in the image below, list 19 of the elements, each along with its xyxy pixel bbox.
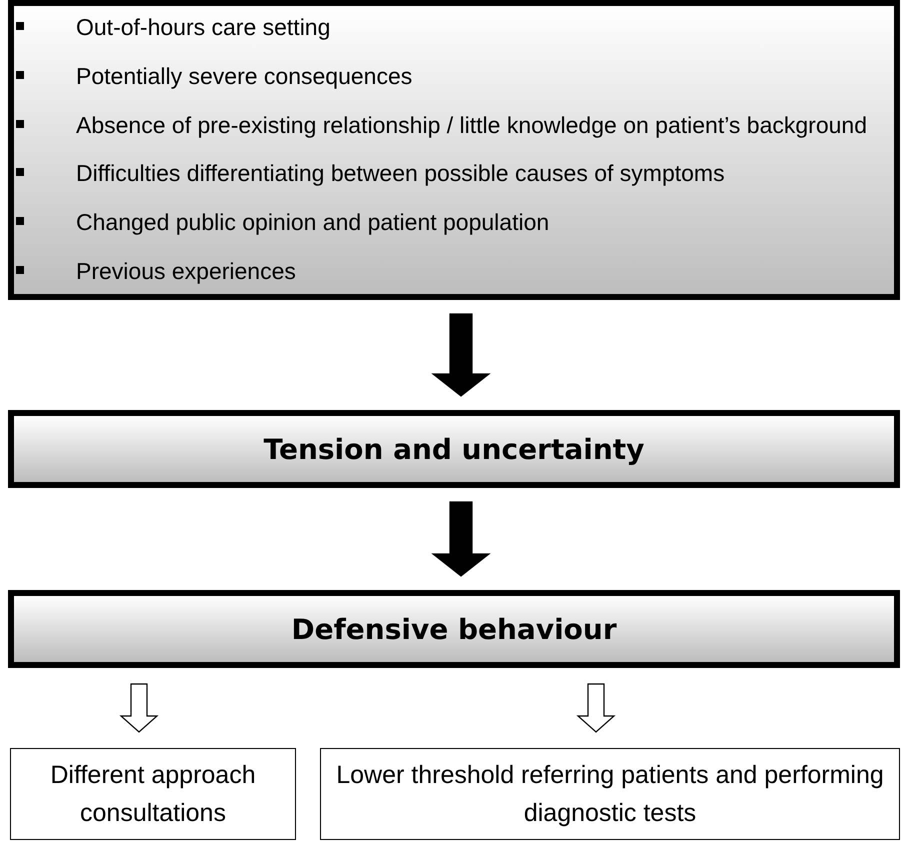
stage-title: Defensive behaviour bbox=[291, 612, 617, 646]
stage-box bbox=[8, 590, 900, 668]
hollow-arrow bbox=[119, 683, 159, 733]
block-arrow bbox=[431, 501, 491, 577]
outcome-box bbox=[10, 748, 296, 840]
list-item: Out-of-hours care setting bbox=[76, 13, 330, 42]
list-item: Previous experiences bbox=[76, 256, 296, 286]
outcome-text: Lower threshold referring patients and performing diagnostic tests bbox=[335, 760, 885, 829]
outcome-box bbox=[320, 748, 900, 840]
stage-box bbox=[8, 410, 900, 488]
stage-title: Tension and uncertainty bbox=[264, 432, 644, 466]
list-item: Potentially severe consequences bbox=[76, 62, 412, 91]
block-arrow bbox=[431, 313, 491, 397]
factor-list-box bbox=[8, 0, 900, 300]
list-item: Difficulties differentiating between possible causes of symptoms bbox=[76, 159, 725, 188]
hollow-arrow bbox=[576, 683, 616, 733]
outcome-text: Different approach consultations bbox=[49, 760, 257, 829]
list-item: Changed public opinion and patient population bbox=[76, 208, 550, 238]
list-item: Absence of pre-existing relationship / little knowledge on patient’s background bbox=[76, 110, 868, 140]
